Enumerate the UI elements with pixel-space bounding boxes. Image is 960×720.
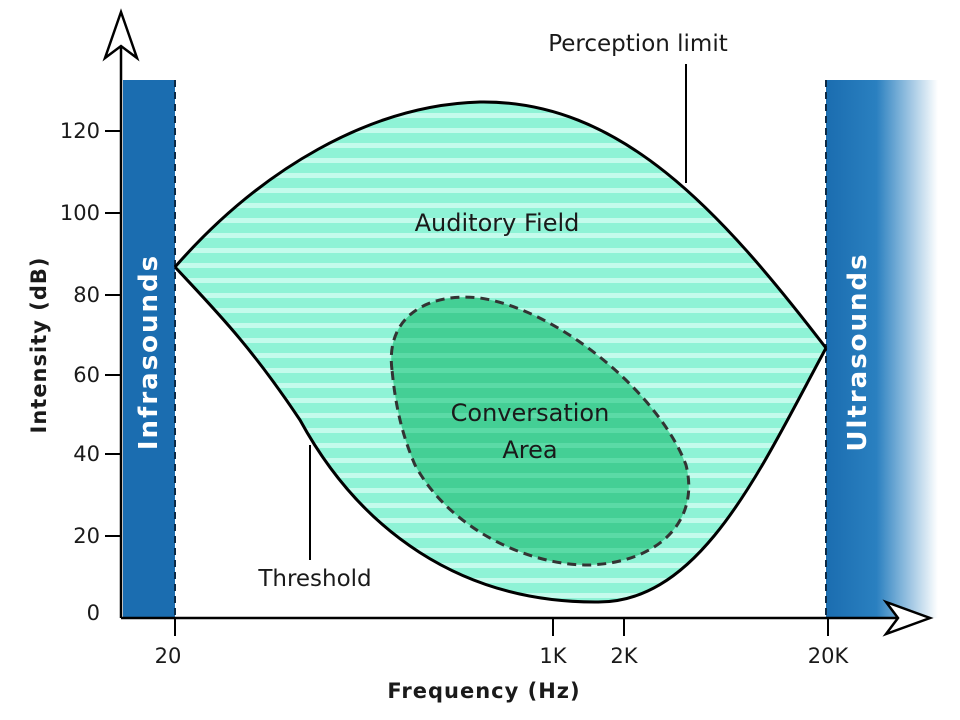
- ultrasound-label: Ultrasounds: [843, 252, 873, 451]
- y-tick-label: 20: [73, 524, 100, 548]
- y-tick-label: 100: [60, 201, 100, 225]
- y-tick-label: 40: [73, 442, 100, 466]
- x-tick-label: 1K: [539, 644, 567, 668]
- y-axis-title: Intensity (dB): [27, 257, 51, 434]
- y-tick-label: 0: [87, 601, 100, 625]
- perception-limit-label: Perception limit: [548, 31, 728, 57]
- perception-limit-curve: [173, 100, 828, 349]
- threshold-curve: [173, 265, 828, 604]
- threshold-label-bg: [240, 560, 390, 596]
- conversation-area-region: [389, 295, 691, 567]
- x-tick-label: 20K: [808, 644, 850, 668]
- conversation-area-label-line2: Area: [502, 436, 557, 464]
- axes: [102, 8, 934, 637]
- y-ticks: 120 100 80 60 40 20 0: [60, 119, 121, 625]
- y-tick-label: 80: [73, 283, 100, 307]
- y-tick-label: 60: [73, 363, 100, 387]
- x-axis-arrow-icon: [882, 599, 934, 637]
- infrasound-label: Infrasounds: [134, 254, 164, 450]
- x-tick-label: 2K: [610, 644, 638, 668]
- ultrasound-band: [826, 80, 938, 618]
- conversation-area-label-line1: Conversation: [451, 399, 610, 427]
- x-ticks: 20 1K 2K 20K: [155, 618, 850, 668]
- perception-limit-label-bg: [522, 25, 754, 63]
- threshold-label: Threshold: [257, 566, 371, 592]
- x-tick-label: 20: [155, 644, 182, 668]
- infrasound-band: [123, 80, 175, 618]
- y-axis-arrow-icon: [102, 8, 140, 62]
- x-axis-title: Frequency (Hz): [387, 679, 580, 703]
- y-tick-label: 120: [60, 119, 100, 143]
- auditory-field-label: Auditory Field: [415, 209, 580, 237]
